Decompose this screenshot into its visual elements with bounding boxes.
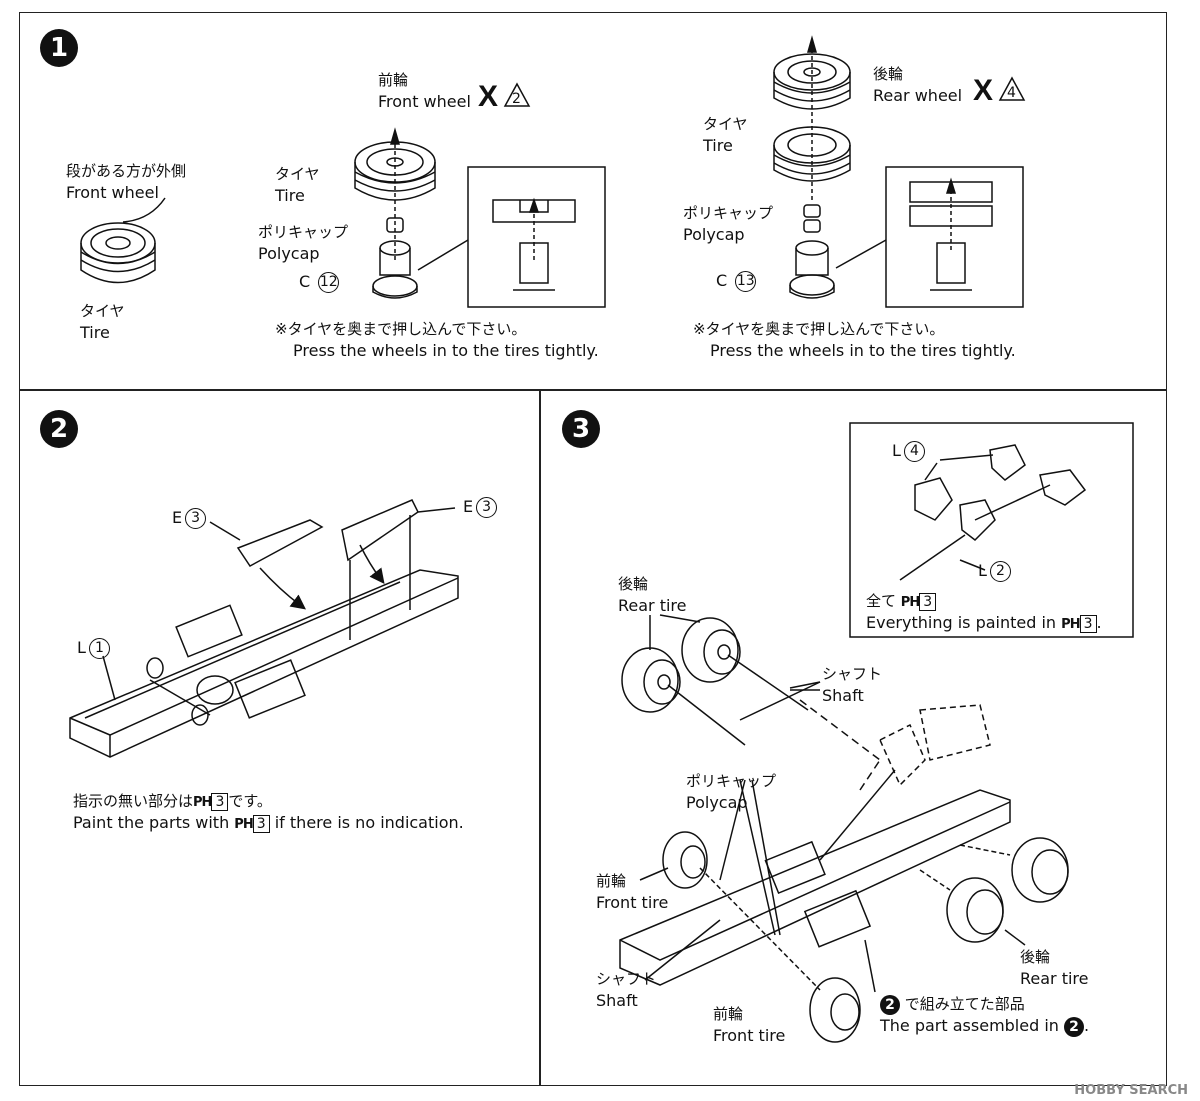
front-wheel-label-en: Front wheel	[378, 92, 471, 111]
front-wheel-label-jp: 前輪	[378, 71, 409, 89]
step-2-ref-icon: 2	[1064, 1016, 1085, 1037]
step3-panel	[539, 389, 1167, 1086]
press-note-jp-right: ※タイヤを奥まで押し込んで下さい。	[693, 320, 945, 338]
front-qty-number: 2	[512, 91, 521, 107]
outer-side-note-en: Front wheel	[66, 183, 159, 202]
tire-label-left-en: Tire	[80, 323, 110, 342]
multiply-icon: X	[478, 80, 499, 113]
full-assembly-drawing	[619, 614, 1069, 1043]
steering-parts-drawing	[899, 444, 1087, 581]
tire-label-right-en: Tire	[703, 136, 733, 155]
part-c13-label: C 13	[716, 271, 757, 292]
assembled-part-jp: 2 で組み立てた部品	[880, 993, 1025, 1015]
polycap-label-mid-jp: ポリキャップ	[258, 223, 349, 241]
assembled-part-en: The part assembled in 2.	[880, 1016, 1090, 1037]
shaft-lower-jp: シャフト	[596, 970, 657, 988]
multiply-icon: X	[973, 74, 994, 107]
polycap-jp: ポリキャップ	[686, 772, 777, 790]
rear-qty-mark: X	[973, 74, 993, 108]
step2-panel	[19, 389, 541, 1086]
tire-label-right-jp: タイヤ	[703, 115, 748, 133]
front-tire-left-en: Front tire	[596, 893, 669, 912]
polycap-label-mid-en: Polycap	[258, 244, 320, 263]
shaft-upper-en: Shaft	[822, 686, 864, 705]
outer-side-note-jp: 段がある方が外側	[66, 162, 187, 180]
tire-label-left-jp: タイヤ	[80, 302, 125, 320]
step-3-badge: 3	[562, 410, 600, 448]
rear-wheel-label-en: Rear wheel	[873, 86, 963, 105]
front-tire-bottom-en: Front tire	[713, 1026, 786, 1045]
watermark-logo: HOBBY SEARCH	[1074, 1083, 1188, 1098]
polycap-en: Polycap	[686, 793, 748, 812]
tire-label-mid-en: Tire	[275, 186, 305, 205]
step1-panel	[19, 12, 1167, 391]
step-2-ref-icon: 2	[880, 994, 900, 1015]
polycap-label-right-jp: ポリキャップ	[683, 204, 774, 222]
press-note-en-right: Press the wheels in to the tires tightly…	[710, 341, 1016, 360]
tire-label-mid-jp: タイヤ	[275, 165, 320, 183]
chassis-drawing	[69, 499, 459, 758]
rear-qty-number: 4	[1007, 85, 1016, 101]
front-tire-bottom-jp: 前輪	[713, 1005, 744, 1023]
shaft-upper-jp: シャフト	[822, 665, 883, 683]
part-c12-label: C 12	[299, 272, 340, 293]
rear-wheel-drawing	[773, 35, 1024, 308]
tire-left-drawing	[80, 197, 166, 284]
front-qty-mark: X	[478, 80, 498, 114]
rear-wheel-label-jp: 後輪	[873, 65, 904, 83]
front-wheel-drawing	[354, 127, 606, 308]
step-2-badge: 2	[40, 410, 78, 448]
rear-tire-upper-en: Rear tire	[618, 596, 687, 615]
press-note-jp-left: ※タイヤを奥まで押し込んで下さい。	[275, 320, 527, 338]
step-1-badge: 1	[40, 29, 78, 67]
shaft-lower-en: Shaft	[596, 991, 638, 1010]
rear-tire-lower-en: Rear tire	[1020, 969, 1089, 988]
press-note-en-left: Press the wheels in to the tires tightly…	[293, 341, 599, 360]
rear-tire-lower-jp: 後輪	[1020, 948, 1051, 966]
polycap-label-right-en: Polycap	[683, 225, 745, 244]
rear-tire-upper-jp: 後輪	[618, 575, 649, 593]
front-tire-left-jp: 前輪	[596, 872, 627, 890]
